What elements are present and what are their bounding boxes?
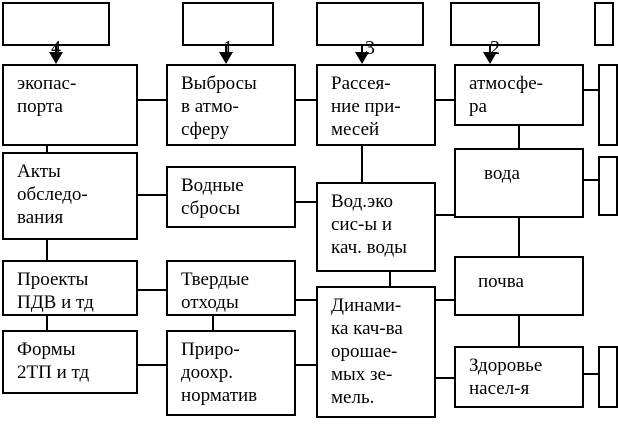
flow-diagram: 4 1 3 2 экопас- порта Акты обследо- вани… [2,2,618,418]
partial-box-right-3 [598,346,618,408]
header-label-1: 1 [223,37,233,59]
box-vod-eko-sistemy: Вод.эко сис-ы и кач. воды [316,182,436,272]
partial-box-right-2 [598,156,618,216]
box-dinamika-kachestva: Динами- ка кач-ва орошае- мых зе- мель. [316,286,436,418]
header-label-3: 3 [365,37,375,59]
box-tverdye-othody: Твердые отходы [166,260,296,316]
box-atmosfera: атмосфе- ра [454,64,584,126]
box-prirodoohr-normativ: Приро- доохр. норматив [166,330,296,416]
box-rasseyanie-primesey: Рассея- ние при- месей [316,64,436,146]
header-box-2: 2 [450,2,540,59]
box-vodnye-sbrosy: Водные сбросы [166,166,296,228]
header-box-partial [594,2,614,46]
box-ekopasport: экопас- порта [2,64,138,146]
box-formy-2tp: Формы 2ТП и тд [2,330,138,394]
partial-box-right-1 [598,64,618,146]
box-vybrosy: Выбросы в атмо- сферу [166,64,296,146]
connector-lines [46,46,604,379]
box-pochva: почва [454,256,584,316]
header-box-3: 3 [316,2,424,59]
header-label-2: 2 [490,37,500,59]
header-label-4: 4 [51,37,61,59]
header-box-4: 4 [2,2,110,59]
box-akty-obsledovaniya: Акты обследо- вания [2,152,138,240]
box-proekty-pdv: Проекты ПДВ и тд [2,260,138,316]
header-box-1: 1 [182,2,274,59]
box-zdorovie-naseleniya: Здоровье насел-я [454,346,584,408]
box-voda: вода [454,148,584,218]
